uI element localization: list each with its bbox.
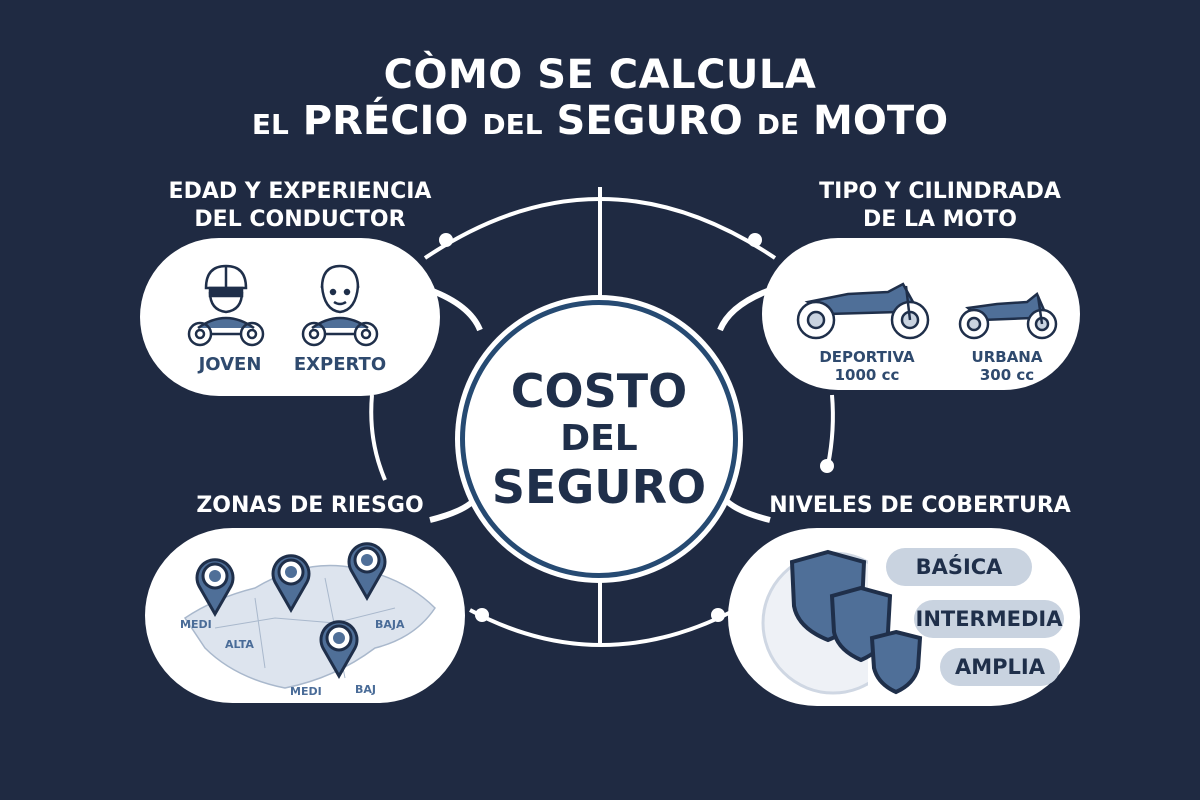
center-cost-circle: COSTO DEL SEGURO — [460, 300, 738, 578]
coverage-level-full: AMPLIA — [940, 648, 1060, 686]
map-label: ALTA — [225, 638, 254, 651]
location-pin-icon — [347, 542, 387, 602]
location-pin-icon — [195, 558, 235, 618]
bike-label-sport: DEPORTIVA 1000 cc — [819, 348, 915, 384]
shield-icon-small — [869, 629, 923, 695]
coverage-card: BAŚICA INTERMEDIA AMPLIA — [728, 528, 1080, 706]
location-pin-icon — [319, 620, 359, 680]
zones-heading: ZONAS DE RIESGO — [196, 493, 424, 518]
bike-label-urban: URBANA 300 cc — [971, 348, 1043, 384]
zones-card: MEDI ALTA BAJA MEDI BAJ — [145, 528, 465, 703]
title-line-2: EL PRÉCIO DEL SEGURO DE MOTO — [251, 98, 949, 144]
map-label: MEDI — [180, 618, 212, 631]
coverage-level-basic: BAŚICA — [886, 548, 1032, 586]
driver-heading: EDAD Y EXPERIENCIA DEL CONDUCTOR — [168, 179, 432, 232]
title-line-1: CÒMO SE CALCULA — [383, 52, 817, 98]
map-label: MEDI — [290, 685, 322, 698]
young-rider-helmet-sunglasses-icon — [187, 264, 265, 347]
bike-card: DEPORTIVA 1000 cc URBANA 300 cc — [762, 238, 1080, 390]
bike-heading: TIPO Y CILINDRADA DE LA MOTO — [819, 179, 1061, 232]
map-label: BAJ — [355, 683, 376, 696]
experienced-rider-icon — [301, 264, 379, 347]
driver-label-young: JOVEN — [198, 354, 262, 375]
coverage-level-intermediate: INTERMEDIA — [914, 600, 1064, 638]
coverage-heading: NIVELES DE COBERTURA — [769, 493, 1071, 518]
map-label: BAJA — [375, 618, 405, 631]
driver-card: JOVEN EXPERTO — [140, 238, 440, 396]
driver-label-expert: EXPERTO — [293, 354, 387, 375]
location-pin-icon — [271, 554, 311, 614]
sport-motorcycle-icon — [796, 282, 930, 340]
urban-motorcycle-icon — [958, 292, 1058, 340]
